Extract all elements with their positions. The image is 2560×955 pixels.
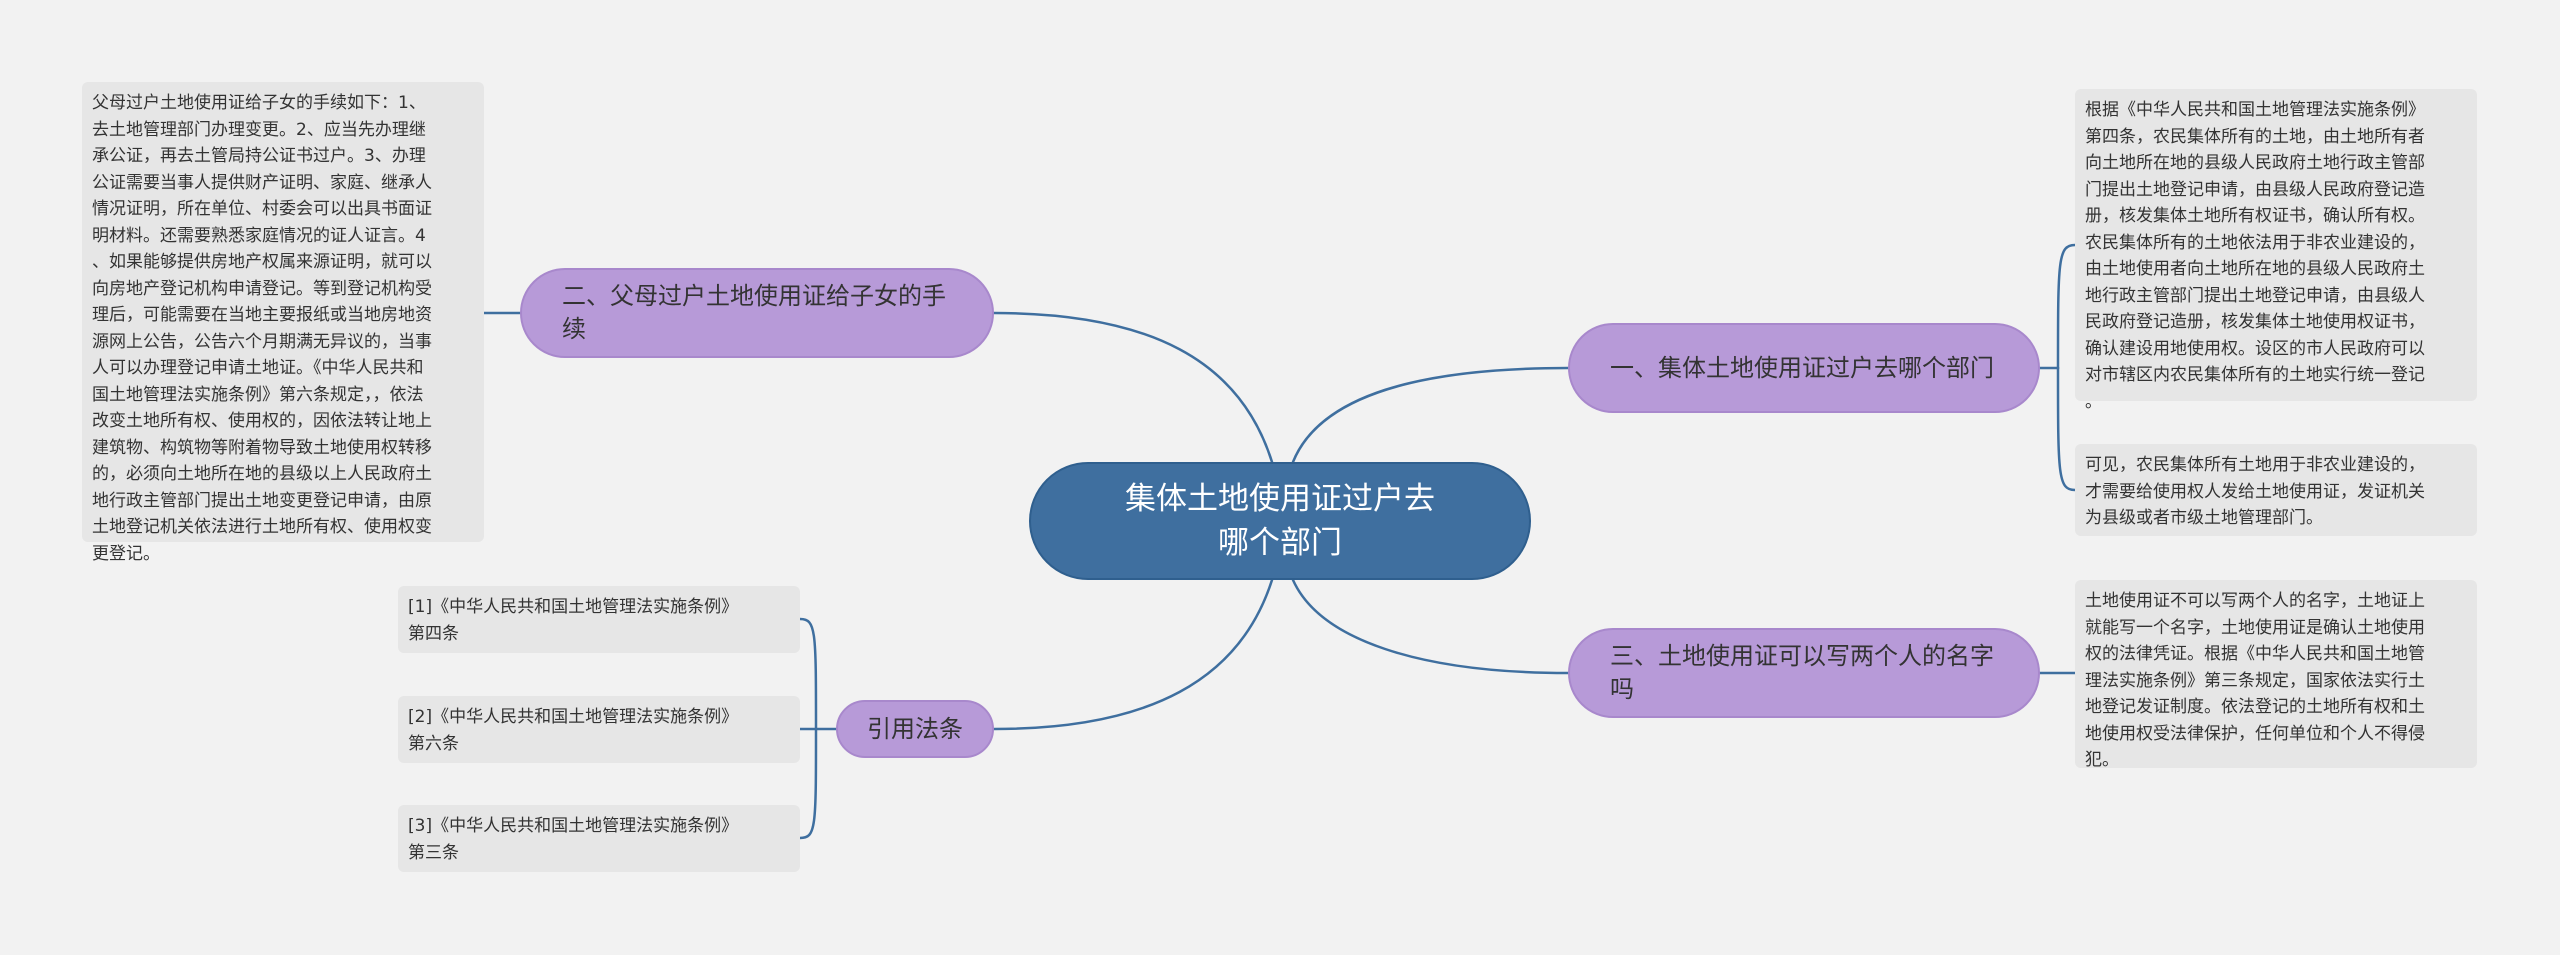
branch-which-department[interactable]: 一、集体土地使用证过户去哪个部门 bbox=[1568, 323, 2040, 413]
connector-law-1 bbox=[798, 617, 818, 731]
branch-which-department-label: 一、集体土地使用证过户去哪个部门 bbox=[1610, 353, 1994, 382]
connector-right1-leaf-a bbox=[2056, 243, 2077, 370]
connector-root-right2 bbox=[1291, 578, 1570, 675]
connector-law-3 bbox=[798, 727, 818, 840]
branch-parent-transfer[interactable]: 二、父母过户土地使用证给子女的手续 bbox=[520, 268, 994, 358]
root-topic[interactable]: 集体土地使用证过户去哪个部门 bbox=[1029, 462, 1531, 580]
leaf-law-citation-3[interactable]: [3]《中华人民共和国土地管理法实施条例》 第三条 bbox=[398, 805, 800, 872]
leaf-two-names-answer[interactable]: 土地使用证不可以写两个人的名字，土地证上 就能写一个名字，土地使用证是确认土地使… bbox=[2075, 580, 2477, 770]
connector-right1-leaf-b bbox=[2056, 366, 2077, 492]
branch-two-names[interactable]: 三、土地使用证可以写两个人的名字吗 bbox=[1568, 628, 2040, 718]
leaf-law-citation-1[interactable]: [1]《中华人民共和国土地管理法实施条例》 第四条 bbox=[398, 586, 800, 653]
connector-root-left1 bbox=[992, 311, 1274, 464]
leaf-parent-procedure[interactable]: 父母过户土地使用证给子女的手续如下：1、 去土地管理部门办理变更。2、应当先办理… bbox=[82, 82, 484, 564]
connector-root-right1 bbox=[1291, 366, 1570, 464]
branch-two-names-label: 三、土地使用证可以写两个人的名字吗 bbox=[1610, 642, 1994, 703]
leaf-department-conclusion[interactable]: 可见，农民集体所有土地用于非农业建设的， 才需要给使用权人发给土地使用证，发证机… bbox=[2075, 444, 2477, 536]
connector-root-law bbox=[992, 578, 1274, 731]
branch-cited-laws-label: 引用法条 bbox=[867, 714, 963, 743]
branch-parent-transfer-label: 二、父母过户土地使用证给子女的手续 bbox=[562, 282, 946, 343]
leaf-department-regulation[interactable]: 根据《中华人民共和国土地管理法实施条例》 第四条，农民集体所有的土地，由土地所有… bbox=[2075, 89, 2477, 412]
leaf-law-citation-2[interactable]: [2]《中华人民共和国土地管理法实施条例》 第六条 bbox=[398, 696, 800, 763]
branch-cited-laws[interactable]: 引用法条 bbox=[836, 700, 994, 758]
root-topic-label: 集体土地使用证过户去哪个部门 bbox=[1125, 481, 1435, 561]
